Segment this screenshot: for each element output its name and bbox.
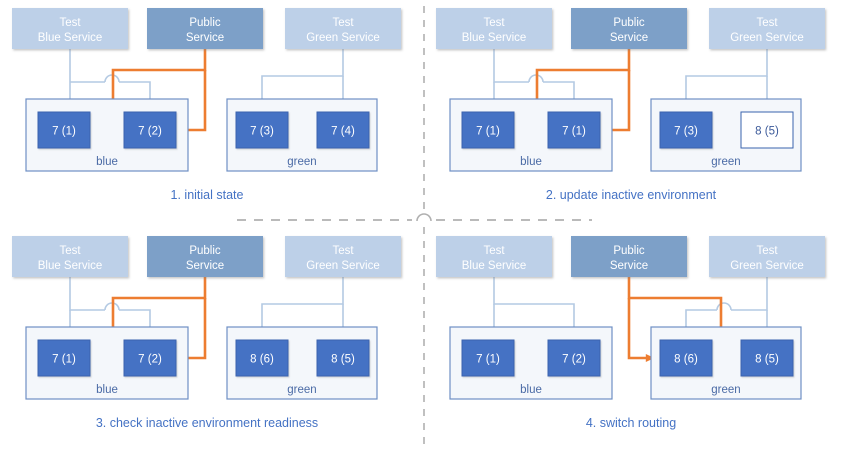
divider-hop-arc xyxy=(416,213,432,222)
service-label-line1: Test xyxy=(756,17,778,29)
panel-4-blue-env[interactable]: 7 (1) 7 (2) blue xyxy=(449,326,613,400)
panel-dividers xyxy=(237,6,592,450)
instance-label: 7 (2) xyxy=(562,354,586,366)
instance-box[interactable] xyxy=(37,339,91,377)
panel-3-service-test-blue[interactable]: Test Blue Service xyxy=(12,236,128,277)
instance-box[interactable] xyxy=(461,111,515,149)
panel-4-service-public[interactable]: Public Service xyxy=(571,236,687,277)
instance-label: 7 (1) xyxy=(52,354,76,366)
env-label-green: green xyxy=(711,384,740,396)
panel-caption: 4. switch routing xyxy=(586,416,676,430)
panel-2-green-env[interactable]: 7 (3) 8 (5) green xyxy=(650,98,802,172)
panel-2: 7 (1) 7 (1) blue 7 (3) 8 (5) green Test … xyxy=(436,8,825,202)
service-label-line2: Service xyxy=(610,32,648,44)
env-label-blue: blue xyxy=(96,384,118,396)
instance-label: 7 (3) xyxy=(674,126,698,138)
env-label-green: green xyxy=(711,156,740,168)
instance-label: 7 (1) xyxy=(562,126,586,138)
env-label-blue: blue xyxy=(96,156,118,168)
instance-box[interactable] xyxy=(740,339,794,377)
instance-box[interactable] xyxy=(316,111,370,149)
service-label-line2: Service xyxy=(186,32,224,44)
instance-label: 8 (5) xyxy=(755,354,779,366)
panel-1: 7 (1) 7 (2) blue 7 (3) 7 (4) green Test … xyxy=(12,8,401,202)
service-label-line2: Blue Service xyxy=(462,32,527,44)
instance-box[interactable] xyxy=(547,339,601,377)
service-label-line2: Blue Service xyxy=(38,260,103,272)
instance-label: 8 (6) xyxy=(250,354,274,366)
panel-1-blue-env[interactable]: 7 (1) 7 (2) blue xyxy=(25,98,189,172)
panel-4-service-test-green[interactable]: Test Green Service xyxy=(709,236,825,277)
env-label-green: green xyxy=(287,156,316,168)
instance-box[interactable] xyxy=(547,111,601,149)
instance-label: 8 (6) xyxy=(674,354,698,366)
instance-box[interactable] xyxy=(123,339,177,377)
panel-1-green-env[interactable]: 7 (3) 7 (4) green xyxy=(226,98,378,172)
instance-box[interactable] xyxy=(235,339,289,377)
panel-3-service-public[interactable]: Public Service xyxy=(147,236,263,277)
instance-label: 7 (1) xyxy=(476,126,500,138)
service-label-line1: Test xyxy=(483,245,505,257)
instance-box[interactable] xyxy=(461,339,515,377)
service-label-line1: Test xyxy=(756,245,778,257)
service-label-line1: Test xyxy=(59,245,81,257)
service-label-line1: Test xyxy=(332,17,354,29)
service-label-line1: Test xyxy=(483,17,505,29)
instance-label: 8 (5) xyxy=(331,354,355,366)
service-label-line2: Service xyxy=(186,260,224,272)
panel-1-service-test-blue[interactable]: Test Blue Service xyxy=(12,8,128,49)
instance-box-empty[interactable] xyxy=(740,111,794,149)
service-label-line1: Public xyxy=(189,17,221,29)
panel-3-green-env[interactable]: 8 (6) 8 (5) green xyxy=(226,326,378,400)
instance-box[interactable] xyxy=(235,111,289,149)
panel-4-connectors xyxy=(490,277,771,337)
panel-2-blue-env[interactable]: 7 (1) 7 (1) blue xyxy=(449,98,613,172)
instance-label: 7 (3) xyxy=(250,126,274,138)
env-label-blue: blue xyxy=(520,384,542,396)
service-label-line1: Public xyxy=(613,245,645,257)
service-label-line2: Green Service xyxy=(730,32,804,44)
service-label-line1: Test xyxy=(332,245,354,257)
instance-label: 7 (1) xyxy=(52,126,76,138)
instance-box[interactable] xyxy=(37,111,91,149)
instance-label: 7 (1) xyxy=(476,354,500,366)
panel-1-connectors xyxy=(66,49,347,109)
service-label-line2: Green Service xyxy=(306,260,380,272)
instance-box[interactable] xyxy=(316,339,370,377)
panel-4-service-test-blue[interactable]: Test Blue Service xyxy=(436,236,552,277)
panel-4: 7 (1) 7 (2) blue 8 (6) 8 (5) green Test … xyxy=(436,236,825,430)
instance-label: 7 (2) xyxy=(138,126,162,138)
panel-caption: 3. check inactive environment readiness xyxy=(96,416,318,430)
panel-3: 7 (1) 7 (2) blue 8 (6) 8 (5) green Test … xyxy=(12,236,401,430)
panel-1-service-test-green[interactable]: Test Green Service xyxy=(285,8,401,49)
panel-caption: 1. initial state xyxy=(171,188,244,202)
service-label-line1: Public xyxy=(613,17,645,29)
panel-4-green-env[interactable]: 8 (6) 8 (5) green xyxy=(650,326,802,400)
service-label-line2: Green Service xyxy=(306,32,380,44)
panel-3-service-test-green[interactable]: Test Green Service xyxy=(285,236,401,277)
service-label-line1: Test xyxy=(59,17,81,29)
env-label-green: green xyxy=(287,384,316,396)
env-label-blue: blue xyxy=(520,156,542,168)
panel-1-service-public[interactable]: Public Service xyxy=(147,8,263,49)
panel-caption: 2. update inactive environment xyxy=(546,188,717,202)
service-label-line2: Blue Service xyxy=(38,32,103,44)
instance-box[interactable] xyxy=(123,111,177,149)
panel-2-service-public[interactable]: Public Service xyxy=(571,8,687,49)
service-label-line1: Public xyxy=(189,245,221,257)
instance-label: 8 (5) xyxy=(755,126,779,138)
panel-2-service-test-green[interactable]: Test Green Service xyxy=(709,8,825,49)
instance-box[interactable] xyxy=(659,339,713,377)
service-label-line2: Green Service xyxy=(730,260,804,272)
instance-label: 7 (2) xyxy=(138,354,162,366)
instance-label: 7 (4) xyxy=(331,126,355,138)
service-label-line2: Service xyxy=(610,260,648,272)
instance-box[interactable] xyxy=(659,111,713,149)
panel-3-blue-env[interactable]: 7 (1) 7 (2) blue xyxy=(25,326,189,400)
panel-2-connectors xyxy=(490,49,771,109)
panel-2-service-test-blue[interactable]: Test Blue Service xyxy=(436,8,552,49)
service-label-line2: Blue Service xyxy=(462,260,527,272)
panel-3-connectors xyxy=(66,277,347,337)
